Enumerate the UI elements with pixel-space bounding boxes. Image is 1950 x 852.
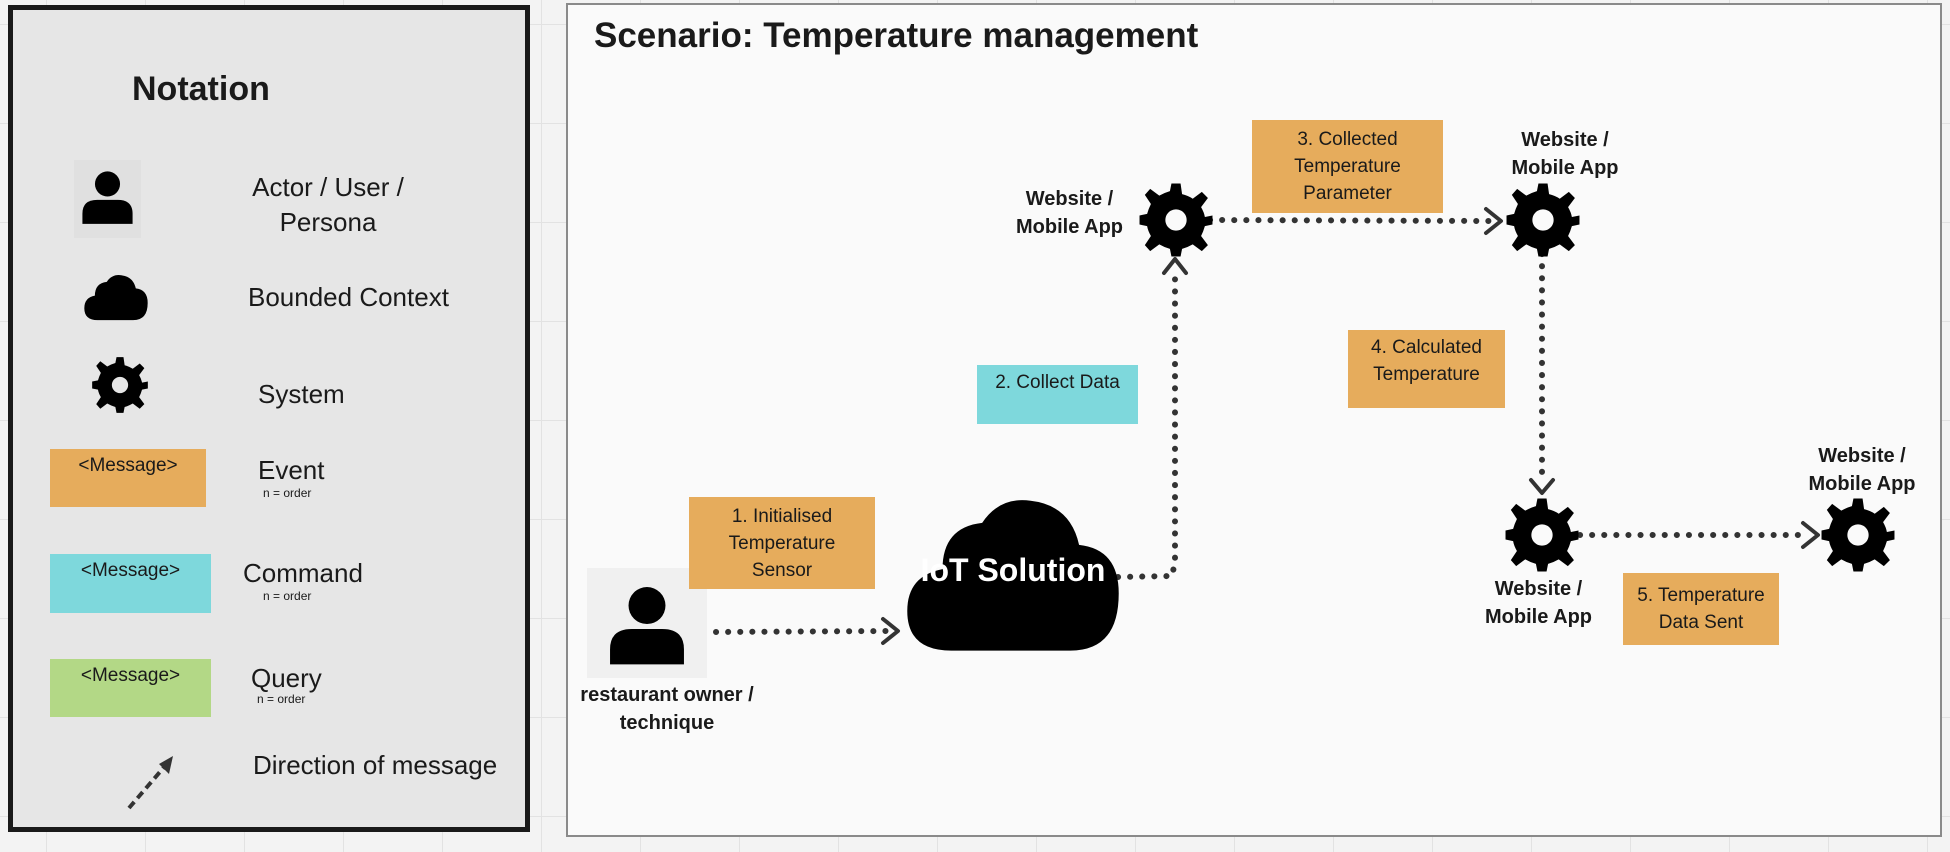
arrow-system1-to-system2: [1207, 217, 1493, 224]
actor-label: Actor / User / Persona: [252, 172, 404, 237]
system3-gear-icon: [1504, 497, 1580, 573]
system4-gear-icon: [1820, 497, 1896, 573]
scenario-title: Scenario: Temperature management: [594, 16, 1199, 55]
notation-panel: Notation Actor / User / Persona Bounded …: [8, 5, 530, 832]
message-1-sticky: 1. Initialised Temperature Sensor: [689, 497, 875, 589]
query-sticky: <Message>: [50, 659, 211, 717]
person-icon: [74, 160, 141, 238]
query-sub: n = order: [257, 692, 306, 706]
command-label: Command: [243, 558, 363, 588]
message-5-sticky: 5. Temperature Data Sent: [1623, 573, 1779, 645]
system2-label: Website / Mobile App: [1511, 129, 1619, 179]
arrow-cloud-to-system1: [1115, 265, 1178, 580]
actor-label: restaurant owner / technique: [580, 684, 754, 734]
bounded-context-label: Bounded Context: [248, 282, 449, 312]
system1-gear-icon: [1138, 182, 1214, 258]
direction-arrow-icon: [121, 748, 181, 814]
system1-label: Website / Mobile App: [1015, 188, 1124, 238]
system-label: System: [258, 379, 345, 409]
event-sticky: <Message>: [50, 449, 206, 507]
message-3-sticky: 3. Collected Temperature Parameter: [1252, 120, 1443, 213]
system2-gear-icon: [1505, 182, 1581, 258]
command-sticky: <Message>: [50, 554, 211, 613]
event-label: Event: [258, 455, 325, 485]
query-label: Query: [251, 663, 322, 693]
system3-label: Website / Mobile App: [1484, 578, 1593, 628]
arrow-actor-to-cloud: [713, 628, 893, 635]
event-sub: n = order: [263, 486, 312, 500]
system4-label: Website / Mobile App: [1808, 445, 1916, 495]
cloud-label: IoT Solution: [920, 552, 1106, 588]
direction-label: Direction of message: [253, 750, 498, 780]
actor-person-icon: [587, 568, 707, 678]
command-sub: n = order: [263, 589, 312, 603]
message-2-sticky: 2. Collect Data: [977, 365, 1138, 424]
notation-title: Notation: [132, 70, 270, 108]
message-4-sticky: 4. Calculated Temperature: [1348, 330, 1505, 408]
